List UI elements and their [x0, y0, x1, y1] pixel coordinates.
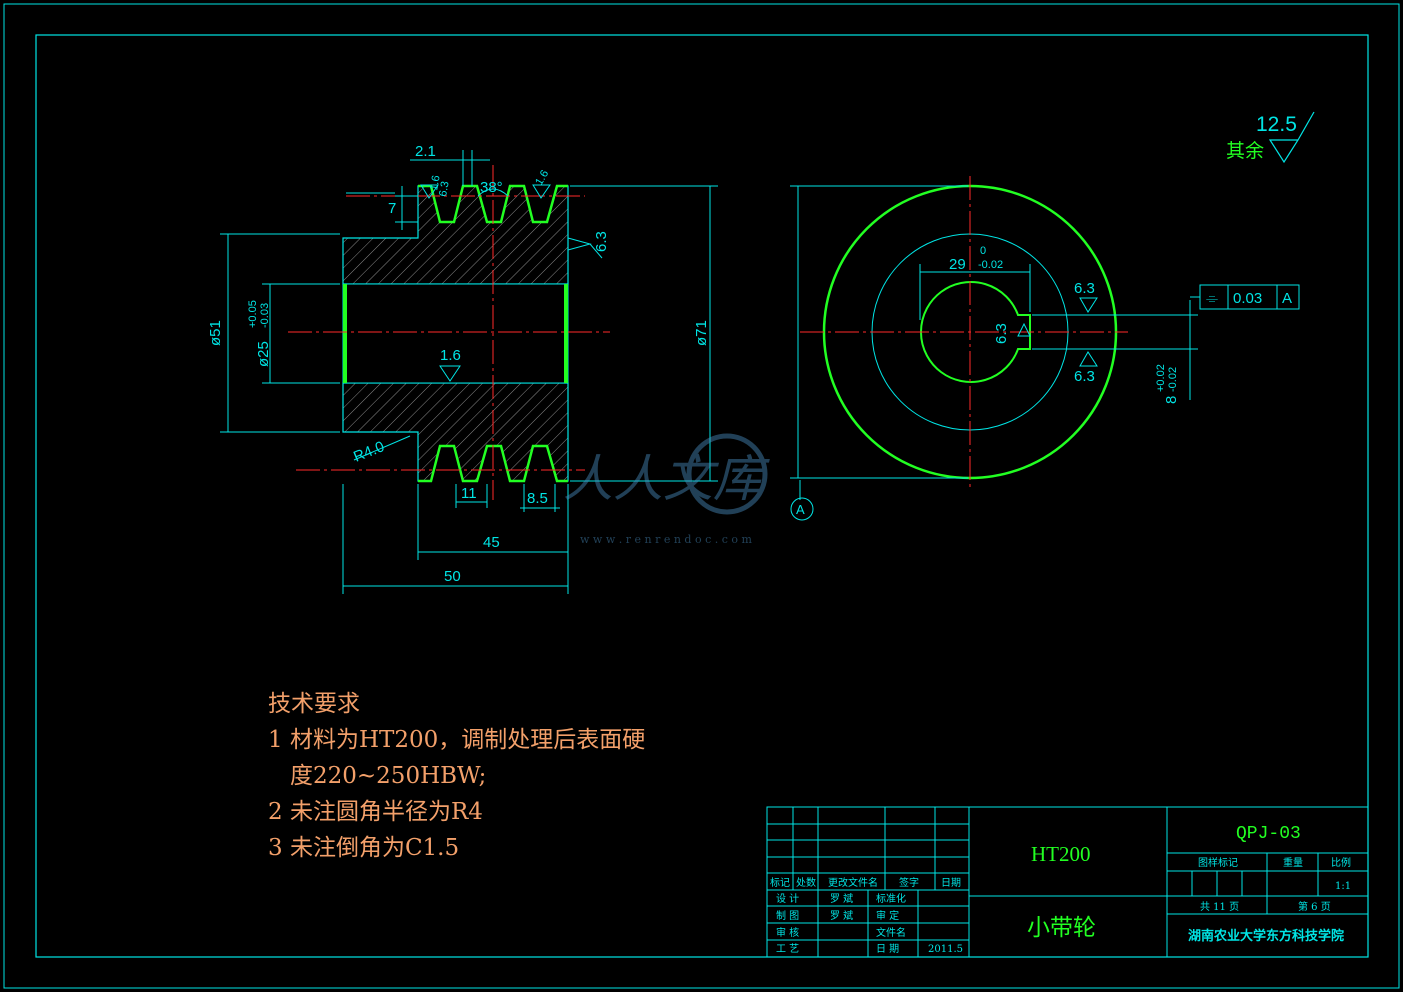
dim-groove-width: 2.1 — [415, 143, 436, 160]
lower-section-hatch — [342, 382, 569, 482]
tb-count: 处数 — [796, 876, 816, 889]
tb-doc: 更改文件名 — [828, 876, 878, 889]
inner-frame — [35, 34, 1369, 958]
roughness-label: 其余 — [1226, 140, 1264, 162]
dim-groove-offset: 8.5 — [527, 490, 548, 507]
tb-draw: 制 图 — [776, 909, 799, 922]
tolerance-symbol: ⌯ — [1206, 289, 1218, 307]
tech-line-1: 1 材料为HT200，调制处理后表面硬 — [268, 727, 646, 753]
school-name: 湖南农业大学东方科技学院 — [1188, 928, 1344, 944]
dim-keyway-29: 29 — [949, 256, 966, 273]
title-block-lines — [766, 806, 1369, 958]
watermark: 人人文库 w w w . r e n r e n d o c . c o m — [563, 433, 770, 546]
part-name: 小带轮 — [1027, 915, 1096, 941]
tb-person-1: 罗 斌 — [830, 893, 853, 905]
dim-length-50: 50 — [444, 568, 461, 585]
end-view — [800, 176, 1128, 490]
tolerance-frame: ⌯ 0.03 A — [1199, 284, 1300, 310]
material-label: HT200 — [1031, 842, 1091, 866]
section-view — [288, 165, 610, 500]
tb-total-pages: 共 11 页 — [1200, 901, 1239, 913]
dim-roughness-key-bottom: 6.3 — [1074, 368, 1095, 385]
dim-roughness-groove: 6.3 — [437, 180, 451, 197]
dim-keyway-8-tol-low: -0.02 — [1167, 367, 1179, 392]
tb-person-2: 罗 斌 — [830, 910, 853, 922]
tb-stage: 图样标记 — [1198, 856, 1238, 869]
dim-dia-25: ø25 — [255, 341, 272, 367]
dim-dia-71: ø71 — [693, 320, 710, 346]
dim-roughness-key-side: 6.3 — [993, 323, 1010, 344]
bore — [342, 283, 569, 384]
dim-groove-angle: 38° — [480, 179, 503, 196]
dim-roughness-key-top: 6.3 — [1074, 280, 1095, 297]
tolerance-datum: A — [1282, 290, 1292, 307]
tech-line-2: 2 未注圆角半径为R4 — [268, 799, 483, 825]
tb-process: 工 艺 — [776, 943, 799, 955]
tech-heading: 技术要求 — [268, 691, 360, 717]
tb-review: 审 定 — [876, 909, 899, 922]
title-block-text: 标记 处数 更改文件名 签字 日期 设 计 制 图 审 核 工 艺 罗 斌 罗 … — [770, 856, 1351, 955]
tb-day: 日 期 — [876, 943, 899, 955]
roughness-value: 12.5 — [1256, 113, 1297, 136]
tb-date: 日期 — [941, 877, 961, 889]
tolerance-value: 0.03 — [1233, 290, 1262, 307]
tb-sign: 签字 — [899, 876, 919, 889]
tb-scale: 1:1 — [1335, 881, 1351, 892]
general-roughness: 其余 12.5 — [1226, 111, 1315, 164]
watermark-url: w w w . r e n r e n d o c . c o m — [580, 533, 752, 546]
dim-dia-51: ø51 — [207, 320, 224, 346]
watermark-text: 人人文库 — [563, 450, 770, 508]
tb-check: 审 核 — [776, 926, 799, 939]
upper-section-hatch — [342, 185, 569, 285]
tb-page: 第 6 页 — [1298, 900, 1331, 913]
dim-dia-25-tol-up: +0.05 — [247, 300, 259, 328]
tb-date-value: 2011.5 — [928, 944, 963, 955]
dim-groove-depth: 7 — [388, 200, 396, 217]
dim-keyway-29-tol-low: -0.02 — [978, 259, 1003, 271]
tb-weight: 重量 — [1283, 856, 1303, 869]
drawing-number: QPJ-03 — [1236, 824, 1301, 844]
section-dimensions — [220, 150, 718, 594]
lower-grooves — [418, 444, 568, 483]
end-dimensions — [790, 185, 1200, 521]
technical-requirements: 技术要求 1 材料为HT200，调制处理后表面硬 度220~250HBW; 2 … — [268, 686, 645, 866]
upper-grooves — [418, 184, 568, 224]
keyway-bore — [919, 281, 1031, 383]
watermark-logo-icon — [686, 433, 768, 515]
tb-mark: 标记 — [770, 877, 790, 889]
tech-line-3: 3 未注倒角为C1.5 — [268, 835, 460, 861]
outer-border — [3, 3, 1400, 989]
dim-keyway-8: 8 — [1163, 396, 1180, 404]
dim-roughness-bore: 1.6 — [440, 347, 461, 364]
dim-radius: R4.0 — [351, 438, 387, 466]
tech-line-1b: 度220~250HBW; — [290, 763, 487, 789]
dim-length-45: 45 — [483, 534, 500, 551]
dim-roughness-side: 6.3 — [593, 231, 610, 252]
dim-roughness-groove-2: 1.6 — [428, 174, 442, 191]
end-dim-text: 29 0 -0.02 6.3 6.3 6.3 8 +0.02 -0.02 A — [796, 245, 1180, 517]
datum-label: A — [796, 502, 805, 517]
dim-keyway-29-tol-up: 0 — [980, 245, 986, 257]
tb-design: 设 计 — [776, 892, 799, 905]
dim-groove-spacing: 11 — [461, 485, 477, 502]
dim-keyway-8-tol-up: +0.02 — [1155, 364, 1167, 392]
tb-ratio: 比例 — [1331, 856, 1351, 869]
dim-dia-25-tol-low: -0.03 — [259, 303, 271, 328]
tb-std: 标准化 — [876, 892, 906, 905]
tb-docname: 文件名 — [876, 926, 906, 939]
